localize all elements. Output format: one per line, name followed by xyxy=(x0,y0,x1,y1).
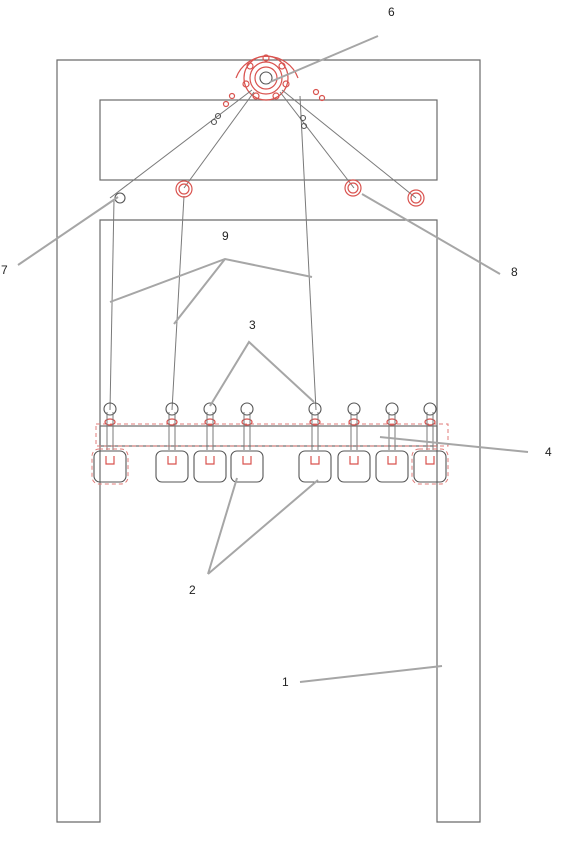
clamp xyxy=(230,450,264,483)
clamp xyxy=(298,450,332,483)
pulleys xyxy=(114,179,425,207)
clamp xyxy=(193,450,227,483)
hook xyxy=(203,402,217,450)
pulley-far-right xyxy=(407,189,425,207)
leader-lines xyxy=(17,35,529,683)
label-4: 4 xyxy=(545,445,552,459)
label-7: 7 xyxy=(1,263,8,277)
hook xyxy=(308,402,322,450)
label-8: 8 xyxy=(511,265,518,279)
leader-7 xyxy=(17,196,119,266)
hanger-bar-dashed-outline xyxy=(95,423,449,447)
upper-crossbeam xyxy=(99,99,438,181)
clamp xyxy=(411,448,449,485)
pulley-left xyxy=(175,180,193,198)
label-6: 6 xyxy=(388,5,395,19)
clamp xyxy=(337,450,371,483)
label-9: 9 xyxy=(222,229,229,243)
leader-2 xyxy=(207,477,319,575)
leader-1 xyxy=(299,665,443,683)
label-1: 1 xyxy=(282,675,289,689)
hook xyxy=(347,402,361,450)
leader-8 xyxy=(361,193,501,275)
leader-6 xyxy=(269,35,379,83)
clamp xyxy=(375,450,409,483)
leader-9 xyxy=(109,257,313,325)
leader-4 xyxy=(379,436,529,453)
hook xyxy=(423,402,437,450)
outer-frame xyxy=(56,59,481,823)
hooks xyxy=(103,402,437,450)
hook xyxy=(240,402,254,450)
pulley-right xyxy=(344,179,362,197)
clamps xyxy=(91,448,449,485)
hanger-bar xyxy=(99,425,438,447)
clamp xyxy=(91,448,129,485)
hook xyxy=(103,402,117,450)
label-2: 2 xyxy=(189,583,196,597)
hook xyxy=(165,402,179,450)
cables xyxy=(109,88,417,411)
label-3: 3 xyxy=(249,318,256,332)
clamp xyxy=(155,450,189,483)
leader-3 xyxy=(209,340,315,407)
hook xyxy=(385,402,399,450)
top-drum xyxy=(235,54,299,101)
